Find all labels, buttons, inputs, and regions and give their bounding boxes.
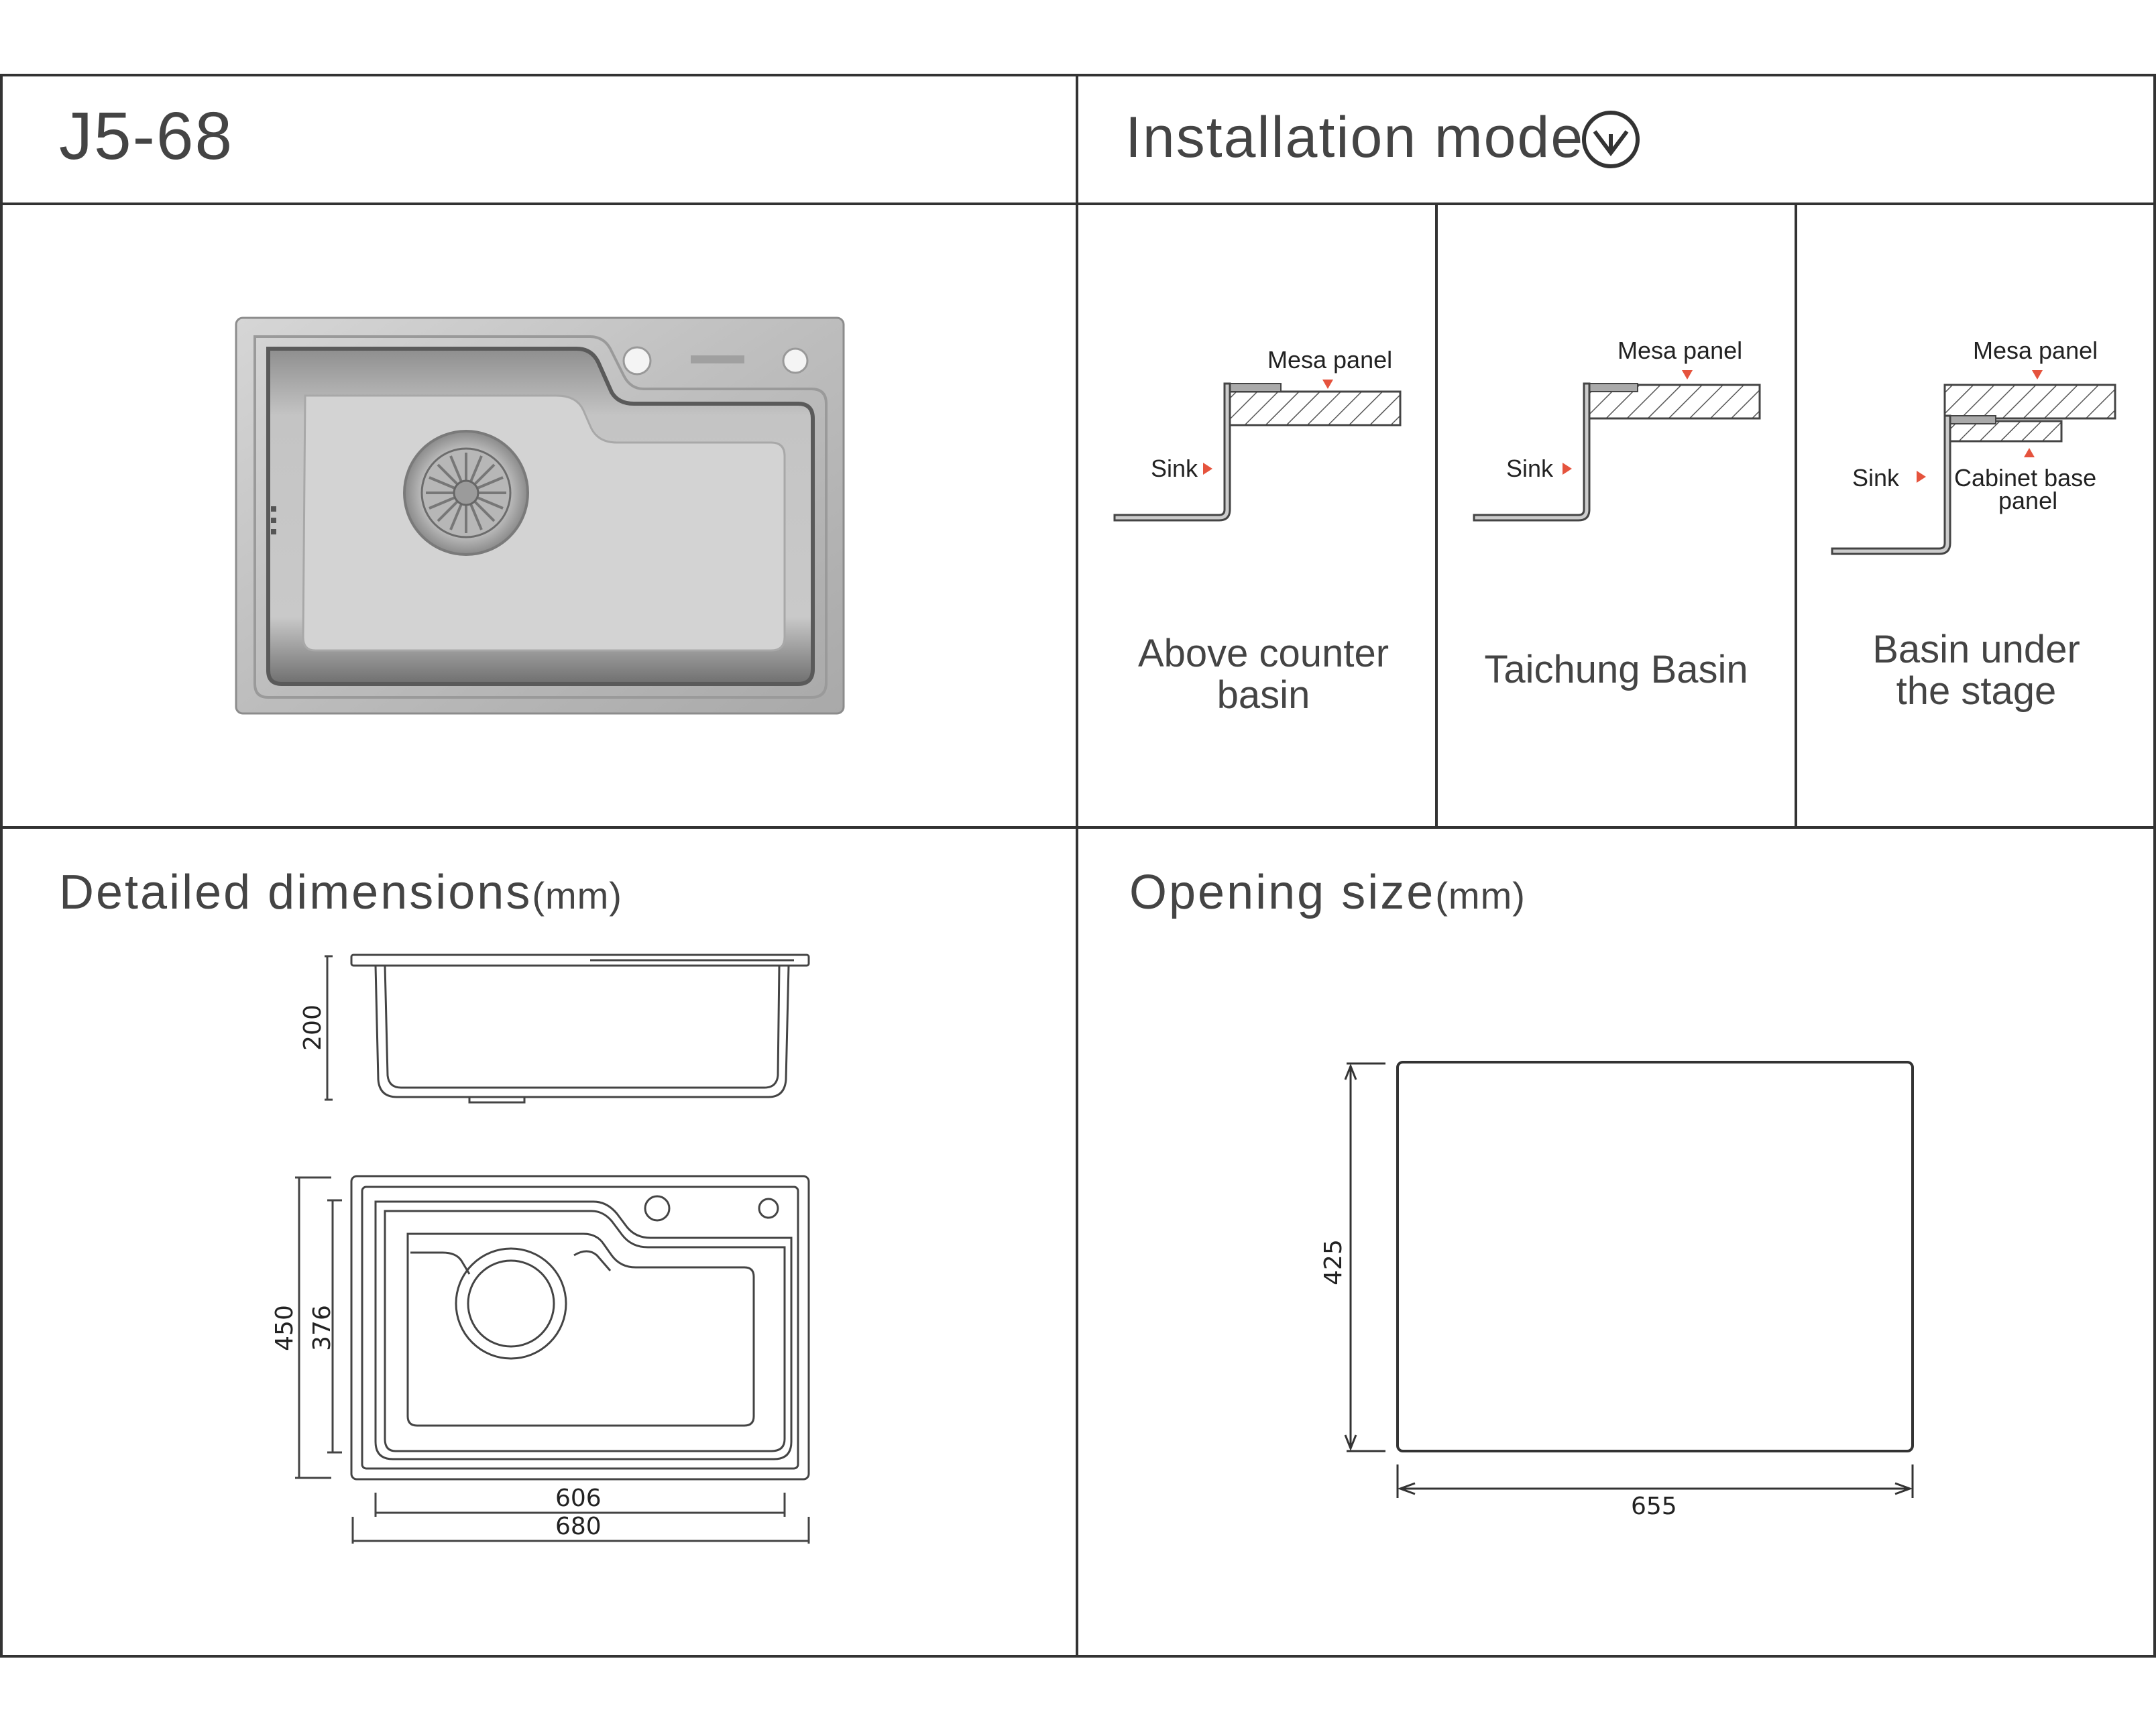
sink-side-view (325, 954, 810, 1104)
model-title: J5-68 (59, 99, 234, 174)
installation-mode-title: Installation mode (1125, 105, 1585, 170)
above-counter-caption-line1: Above counter (1137, 632, 1389, 675)
dimension-outer-width-label: 680 (555, 1513, 602, 1540)
mesa-panel-label: Mesa panel (1618, 337, 1743, 364)
cabinet-arrow (2024, 448, 2035, 457)
mesa-arrow (2032, 370, 2043, 380)
taichung-diagram (1473, 370, 1761, 522)
opening-height-label: 425 (1319, 1239, 1347, 1285)
sink-arrow (1563, 463, 1572, 475)
taichung-caption: Taichung Basin (1484, 648, 1748, 691)
faucet-hole (622, 346, 652, 376)
dimension-inner-width-label: 606 (555, 1485, 602, 1512)
cabinet-base-label-line2: panel (1998, 487, 2058, 514)
sink-label: Sink (1852, 464, 1900, 492)
sink-top-view (295, 1175, 810, 1544)
opening-size-title: Opening size(mm) (1129, 866, 1526, 919)
sink-arrow (1917, 471, 1926, 483)
mesa-panel-label: Mesa panel (1267, 346, 1393, 373)
above-counter-diagram (1113, 380, 1402, 522)
dimension-inner-depth-label: 376 (308, 1305, 336, 1351)
sink-arrow (1203, 463, 1212, 475)
mesa-arrow (1322, 380, 1333, 389)
mesa-panel-label: Mesa panel (1973, 337, 2098, 364)
faucet-hole (782, 347, 809, 374)
dimension-outer-depth-label: 450 (270, 1305, 298, 1351)
under-stage-caption-line1: Basin under (1872, 628, 2080, 671)
dimension-height-label: 200 (298, 1004, 327, 1051)
above-counter-caption-line2: basin (1216, 673, 1310, 717)
detailed-dimensions-title: Detailed dimensions(mm) (59, 866, 622, 919)
table-grid (0, 74, 2156, 1658)
sink-label: Sink (1506, 455, 1554, 482)
under-stage-diagram (1831, 370, 2116, 555)
sink-label: Sink (1151, 455, 1198, 482)
opening-width-label: 655 (1631, 1493, 1677, 1520)
opening-size-drawing (1344, 1061, 1914, 1498)
chevron-down-circle-icon (1582, 111, 1640, 168)
mesa-arrow (1682, 370, 1693, 380)
cabinet-base-label-line1: Cabinet base (1954, 464, 2097, 492)
under-stage-caption-line2: the stage (1896, 669, 2057, 713)
sink-product-image (235, 317, 845, 715)
